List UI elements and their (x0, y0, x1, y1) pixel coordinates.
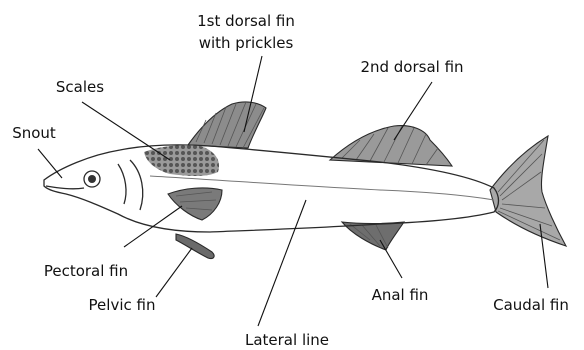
leader-pectoral (124, 206, 182, 247)
label-first-dorsal-line1: 1st dorsal fin (197, 12, 295, 30)
first-dorsal-fin (188, 102, 266, 148)
label-caudal: Caudal fin (493, 296, 569, 314)
label-snout: Snout (12, 124, 56, 142)
label-pectoral: Pectoral fin (44, 262, 128, 280)
second-dorsal-fin (330, 126, 452, 166)
label-scales: Scales (56, 78, 104, 96)
label-anal: Anal fin (372, 286, 429, 304)
leader-lateral-line (258, 200, 306, 326)
leader-snout (38, 149, 62, 178)
leader-lines (38, 56, 548, 326)
leader-pelvic (156, 248, 192, 297)
pelvic-fin (176, 234, 214, 259)
leader-anal (380, 240, 402, 278)
caudal-fin (490, 136, 566, 246)
label-lateral-line: Lateral line (245, 331, 329, 349)
leader-scales (82, 102, 170, 160)
fish-eye (84, 171, 100, 187)
label-pelvic: Pelvic fin (89, 296, 156, 314)
label-first-dorsal-line2: with prickles (199, 34, 294, 52)
label-second-dorsal: 2nd dorsal fin (360, 58, 463, 76)
pectoral-fin (168, 188, 222, 220)
